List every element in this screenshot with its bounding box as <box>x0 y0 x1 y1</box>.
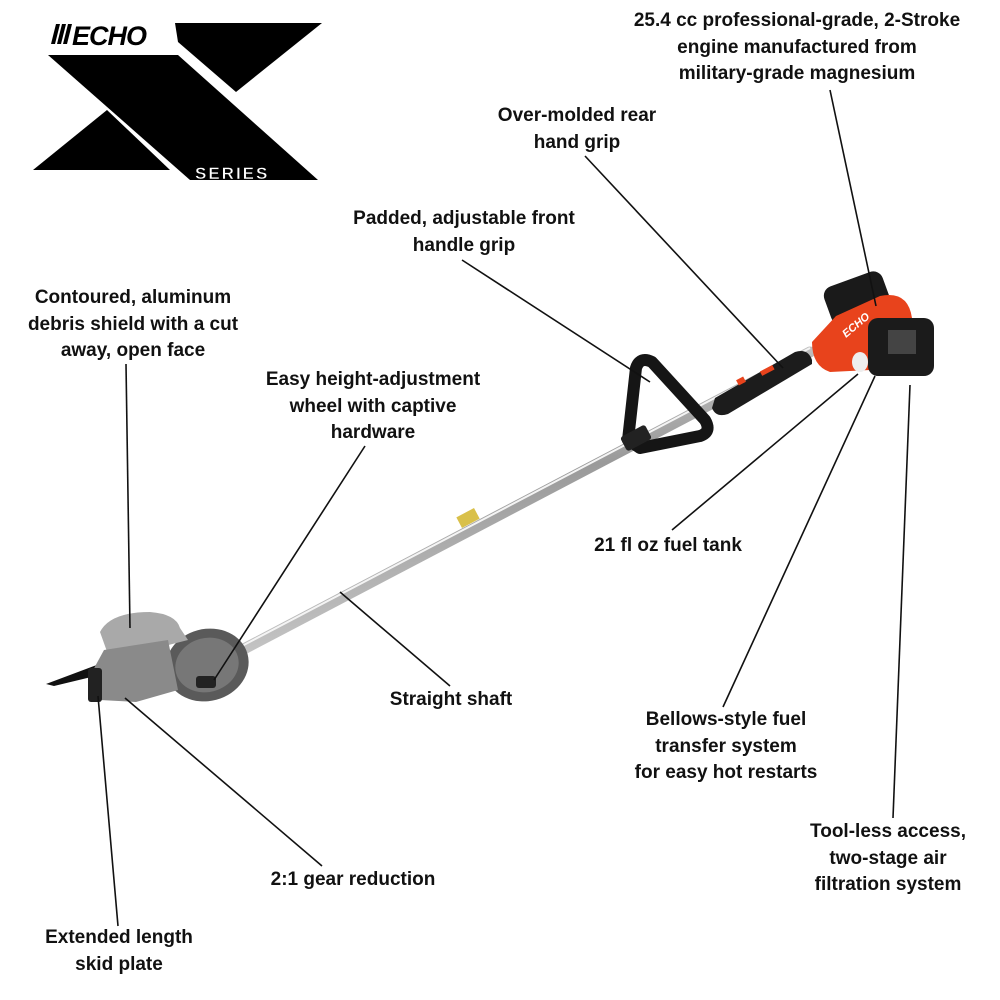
callout-bellows: Bellows-style fuel transfer system for e… <box>634 709 818 783</box>
straight-shaft <box>194 346 816 678</box>
edger-head <box>46 612 249 702</box>
fuel-tank <box>852 352 868 372</box>
callout-engine: 25.4 cc professional-grade, 2-Stroke eng… <box>633 10 961 84</box>
leader-bellows <box>722 375 876 708</box>
gear-housing <box>92 640 178 702</box>
callout-rear-grip: Over-molded rear hand grip <box>497 105 657 153</box>
skid-plate <box>88 668 102 702</box>
leader-engine <box>829 89 877 307</box>
callout-air-filter: Tool-less access, two-stage air filtrati… <box>810 821 966 895</box>
callout-front-grip: Padded, adjustable front handle grip <box>353 208 575 256</box>
x-stroke-lower <box>33 110 170 170</box>
echo-x-series-logo: ECHO SERIES <box>33 21 322 183</box>
leader-straight-shaft <box>339 591 451 687</box>
leader-fuel-tank <box>671 373 859 531</box>
leader-height-wheel <box>213 445 366 681</box>
svg-text:SERIES: SERIES <box>195 164 269 183</box>
callout-debris-shield: Contoured, aluminum debris shield with a… <box>27 287 239 361</box>
x-stroke-upper <box>175 23 322 92</box>
callout-height-wheel: Easy height-adjustment wheel with captiv… <box>265 369 481 443</box>
leader-gear-reduction <box>124 697 323 867</box>
leader-lines <box>97 89 911 927</box>
front-handle-grip <box>620 354 714 454</box>
leader-rear-grip <box>584 155 784 369</box>
engine: ECHO <box>812 271 934 376</box>
x-stroke-main <box>48 55 318 180</box>
shaft-label-sticker <box>456 508 480 528</box>
rear-hand-grip <box>712 351 812 416</box>
leader-front-grip <box>461 259 651 383</box>
echo-wordmark: ECHO <box>51 21 148 51</box>
callout-straight-shaft: Straight shaft <box>389 689 513 710</box>
leader-skid-plate <box>97 695 119 927</box>
callout-skid-plate: Extended length skid plate <box>45 927 193 975</box>
svg-text:ECHO: ECHO <box>72 21 147 51</box>
leader-air-filter <box>892 384 911 819</box>
callout-gear-reduction: 2:1 gear reduction <box>270 869 436 890</box>
leader-debris-shield <box>125 363 131 629</box>
callout-fuel-tank: 21 fl oz fuel tank <box>594 535 742 556</box>
